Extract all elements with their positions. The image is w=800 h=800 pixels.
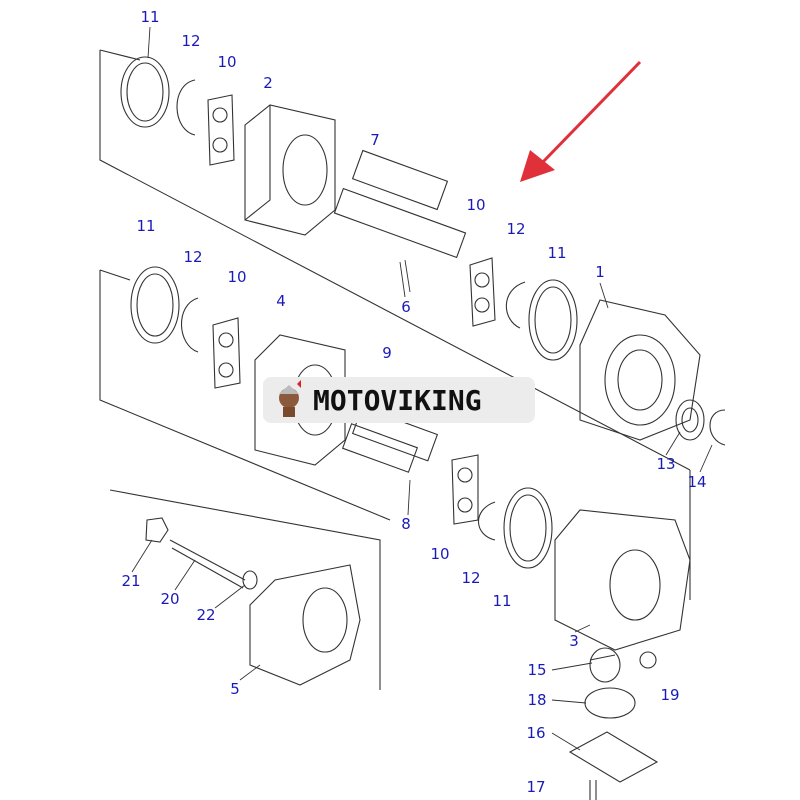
plate-10 [207,94,496,525]
snap-ring-11 [120,56,578,569]
part-label: 6 [401,298,411,316]
part-label: 11 [492,592,512,610]
part-label: 11 [136,217,156,235]
part-label: 3 [569,632,579,650]
part-label: 11 [547,244,567,262]
part-label: 16 [526,724,546,742]
part-label: 22 [196,606,216,624]
part-label: 10 [227,268,247,286]
part-label: 17 [526,778,546,796]
red-arrow-indicator [520,60,642,182]
watermark-logo: MOTOVIKING [263,377,535,423]
part-label: 2 [263,74,273,92]
part-label: 12 [461,569,481,587]
rear-cover-3 [554,509,691,651]
bolt-nut-washer [145,517,258,590]
part-label: 5 [230,680,240,698]
part-label: 13 [656,455,676,473]
part-label: 10 [217,53,237,71]
part-label: 10 [430,545,450,563]
part-label: 21 [121,572,141,590]
watermark-text: MOTOVIKING [313,383,482,417]
small-parts [568,647,659,800]
cover-5 [249,564,361,686]
part-label: 15 [527,661,547,679]
part-label: 7 [370,131,380,149]
part-label: 1 [595,263,605,281]
housing-2 [244,104,336,236]
part-label: 14 [687,473,707,491]
part-label: 11 [140,8,160,26]
seal-13-ring-14 [675,399,726,446]
viking-mascot-icon [279,380,301,417]
part-label: 19 [660,686,680,704]
assembly-frame-lines [99,49,691,690]
gear-shaft-7-6 [333,149,467,473]
part-label: 12 [183,248,203,266]
part-label: 10 [466,196,486,214]
part-label: 8 [401,515,411,533]
leader-lines [131,26,713,751]
part-label: 9 [382,344,392,362]
part-label: 12 [506,220,526,238]
part-label: 18 [527,691,547,709]
circlip-12 [176,79,526,541]
front-cover-1 [579,299,701,441]
part-label: 20 [160,590,180,608]
part-label: 12 [181,32,201,50]
part-label: 4 [276,292,286,310]
